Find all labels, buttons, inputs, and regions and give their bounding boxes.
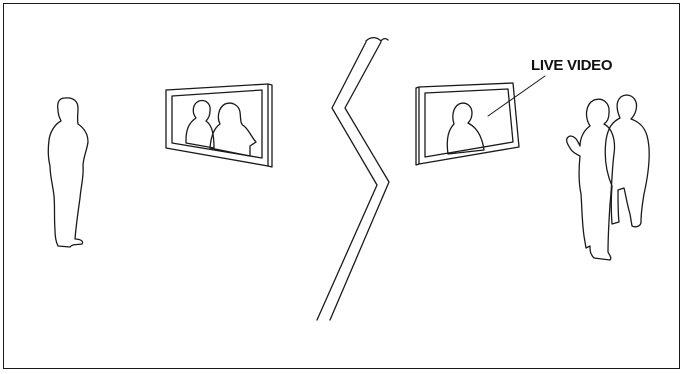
person-left-silhouette (47, 97, 89, 248)
person-right-back-silhouette (604, 94, 650, 228)
person-right-front-silhouette (565, 98, 616, 261)
display-screen-right (415, 82, 520, 166)
wall-divider (316, 36, 390, 321)
diagram-frame (3, 3, 680, 369)
display-screen-left (165, 83, 273, 168)
live-video-annotation: LIVE VIDEO (487, 57, 613, 117)
live-video-label: LIVE VIDEO (531, 57, 613, 74)
screen-person-left-b (209, 102, 257, 157)
annotation-leader-line (487, 75, 546, 117)
screen-person-left-a (185, 99, 215, 149)
screen-person-right (446, 102, 485, 155)
